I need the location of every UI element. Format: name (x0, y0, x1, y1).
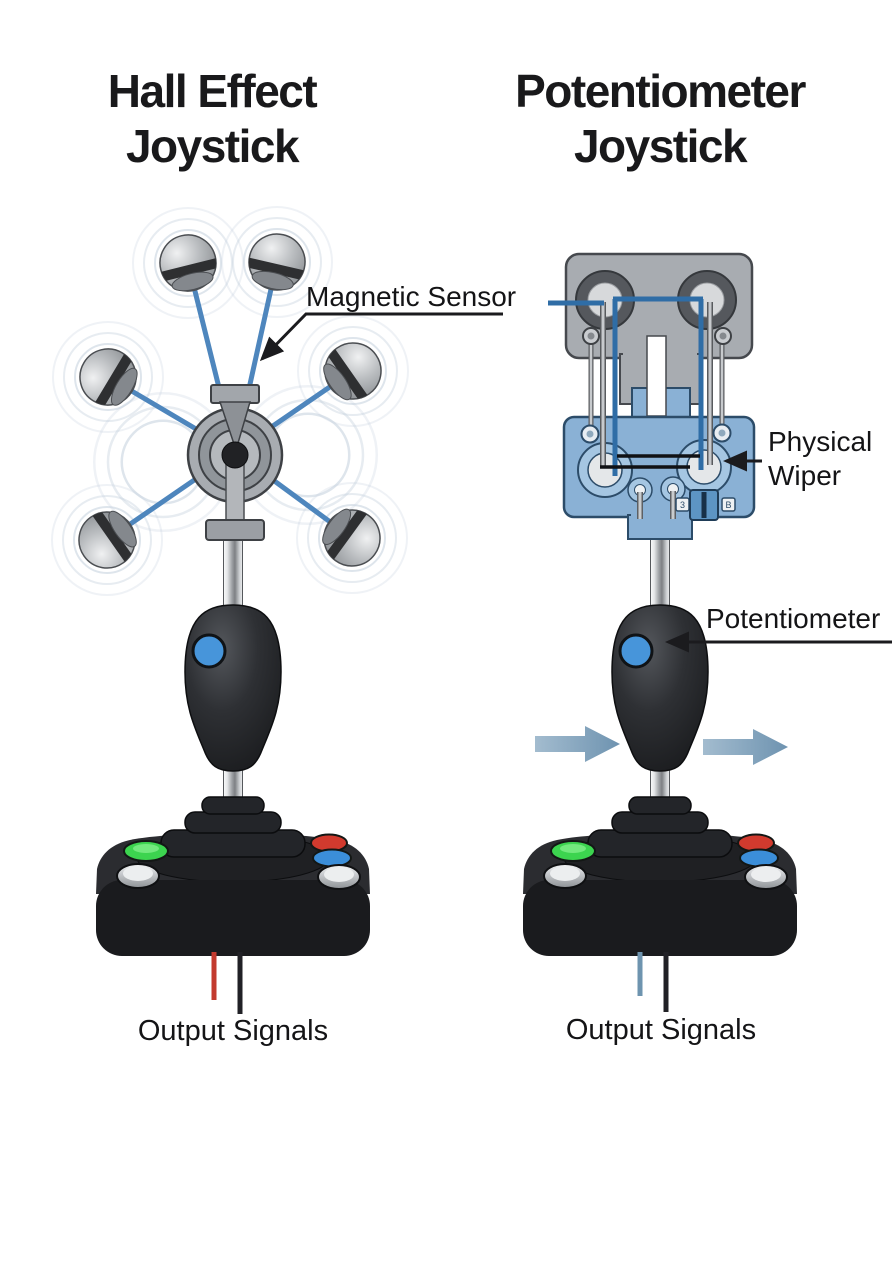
magnet-icon (67, 500, 146, 580)
magnet-icon (313, 331, 392, 411)
sensor-center-dot (221, 441, 249, 469)
physical-wiper-label-line2: Wiper (768, 460, 842, 491)
gimbal-slot (646, 335, 667, 417)
blue-signal-wires (548, 296, 704, 476)
hall-effect-title-line1: Hall Effect (107, 65, 318, 117)
magnetic-field-lines (104, 259, 356, 543)
hall-effect-title: Hall Effect Joystick (10, 64, 414, 174)
magnetic-sensor-label: Magnetic Sensor (306, 281, 517, 312)
potentiometer-output-signals-label: Output Signals (565, 1014, 757, 1046)
terminal-pins (588, 302, 725, 468)
magnet-icon (69, 338, 147, 417)
trimmer-terminal-left-label: 3 (680, 500, 685, 510)
potentiometer-title-line1: Potentiometer (515, 65, 806, 117)
magnet-icon (312, 498, 391, 578)
hall-joystick-body (94, 525, 372, 958)
potentiometer-output-wires (637, 952, 669, 1012)
potentiometer-label: Potentiometer (706, 603, 881, 634)
hall-output-signals-label: Output Signals (137, 1015, 329, 1047)
potentiometer-title: Potentiometer Joystick (458, 64, 862, 174)
right-movement-arrow-icon (703, 729, 788, 765)
physical-wiper-label-line1: Physical (768, 426, 873, 457)
trimmer-terminal-right-label: B (725, 500, 731, 510)
left-movement-arrow-icon (535, 726, 620, 762)
movement-arrows (535, 726, 788, 765)
potentiometer-assembly: 3 B (548, 252, 756, 540)
magnetic-sensor-leader (259, 312, 503, 362)
physical-wiper-label: Physical Wiper (768, 425, 872, 493)
callout-leaders (259, 312, 892, 653)
trimmer-pot: 3 B (675, 489, 736, 521)
potentiometer-title-line2: Joystick (573, 120, 748, 172)
magnet-icon (153, 229, 223, 297)
hall-effect-title-line2: Joystick (125, 120, 300, 172)
gimbal-sensor-hub (186, 384, 284, 541)
hall-output-wires (211, 952, 243, 1014)
